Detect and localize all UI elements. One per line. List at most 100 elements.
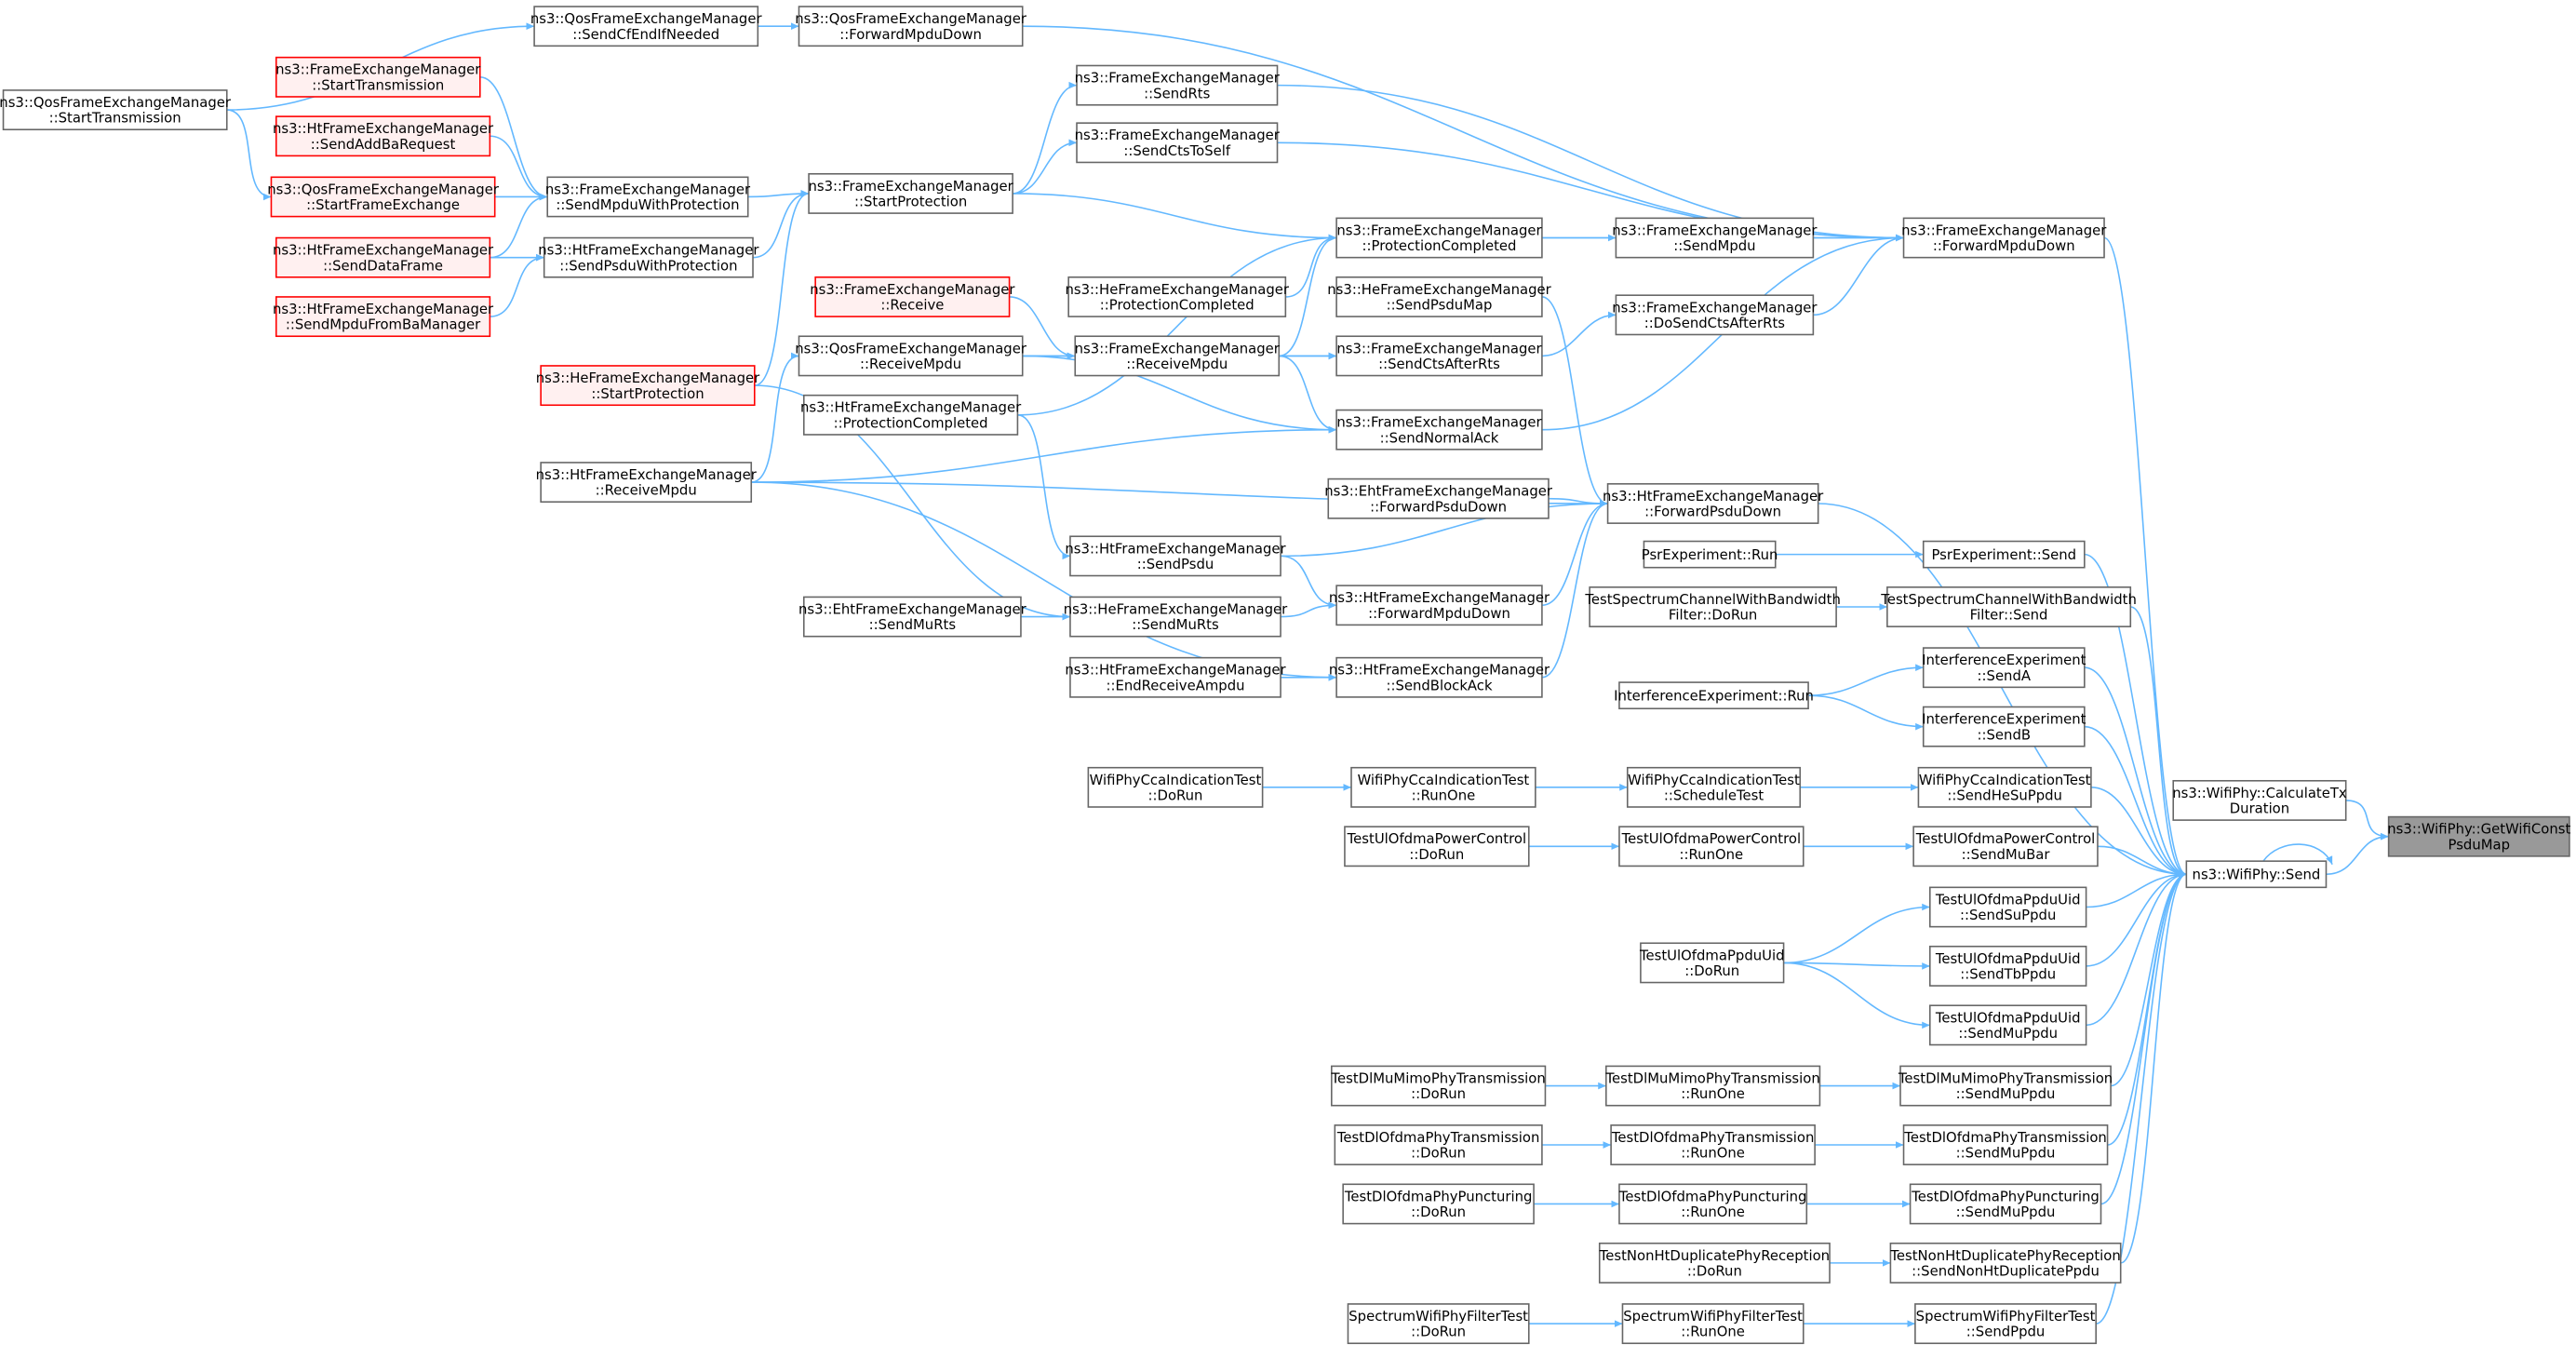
graph-node[interactable]: ns3::HeFrameExchangeManager::SendMuRts [1064, 596, 1288, 638]
graph-node[interactable]: TestNonHtDuplicatePhyReception::SendNonH… [1889, 1242, 2122, 1284]
graph-node[interactable]: ns3::HtFrameExchangeManager::SendPsdu [1065, 535, 1287, 577]
graph-node[interactable]: TestNonHtDuplicatePhyReception::DoRun [1599, 1242, 1831, 1284]
node-box [814, 276, 1011, 317]
graph-node[interactable]: TestUlOfdmaPowerControl::RunOne [1618, 826, 1805, 868]
node-label: ::StartProtection [591, 386, 704, 402]
graph-node[interactable]: ns3::FrameExchangeManager::Receive [810, 276, 1015, 317]
graph-node[interactable]: TestDlOfdmaPhyTransmission::RunOne [1610, 1124, 1816, 1165]
graph-node[interactable]: TestDlOfdmaPhyTransmission::SendMuPpdu [1902, 1124, 2109, 1165]
graph-node[interactable]: ns3::HtFrameExchangeManager::EndReceiveA… [1065, 656, 1287, 698]
graph-node[interactable]: ns3::FrameExchangeManager::SendCtsAfterR… [1335, 335, 1543, 377]
graph-node[interactable]: TestSpectrumChannelWithBandwidthFilter::… [1880, 586, 2137, 627]
graph-node[interactable]: TestUlOfdmaPowerControl::DoRun [1344, 826, 1530, 868]
graph-node[interactable]: ns3::WifiPhy::Send [2185, 860, 2328, 889]
node-label: ::SendRts [1144, 86, 1210, 101]
graph-node[interactable]: WifiPhyCcaIndicationTest::DoRun [1087, 766, 1264, 808]
node-label: Duration [2230, 801, 2289, 817]
graph-node[interactable]: ns3::FrameExchangeManager::StartTransmis… [275, 56, 481, 98]
graph-node[interactable]: WifiPhyCcaIndicationTest::ScheduleTest [1626, 766, 1802, 808]
graph-node[interactable]: InterferenceExperiment::SendA [1922, 647, 2086, 689]
graph-node[interactable]: TestDlOfdmaPhyPuncturing::SendMuPpdu [1909, 1183, 2102, 1225]
graph-node[interactable]: InterferenceExperiment::SendB [1922, 706, 2086, 747]
graph-node[interactable]: ns3::HtFrameExchangeManager::ProtectionC… [800, 394, 1022, 436]
graph-node[interactable]: ns3::FrameExchangeManager::DoSendCtsAfte… [1612, 294, 1818, 336]
graph-node[interactable]: TestDlOfdmaPhyPuncturing::RunOne [1618, 1183, 1808, 1225]
graph-node[interactable]: ns3::FrameExchangeManager::SendCtsToSelf [1075, 122, 1281, 164]
graph-node[interactable]: TestDlMuMimoPhyTransmission::DoRun [1330, 1065, 1547, 1107]
edge [1541, 500, 1608, 679]
call-edge [751, 481, 1337, 681]
graph-node[interactable]: WifiPhyCcaIndicationTest::SendHeSuPpdu [1917, 766, 2092, 808]
graph-node[interactable]: WifiPhyCcaIndicationTest::RunOne [1350, 766, 1536, 808]
graph-node[interactable]: ns3::FrameExchangeManager::SendRts [1075, 64, 1281, 106]
graph-node[interactable]: InterferenceExperiment::Run [1614, 681, 1814, 710]
node-label: ::StartFrameExchange [306, 197, 460, 213]
call-edge [1541, 296, 1608, 507]
node-label: SpectrumWifiPhyFilterTest [1623, 1309, 1803, 1325]
node-label: ::ProtectionCompleted [1100, 298, 1254, 314]
call-edge [751, 425, 1337, 483]
node-box [808, 172, 1013, 214]
graph-node[interactable]: ns3::FrameExchangeManager::ProtectionCom… [1335, 217, 1543, 259]
graph-node[interactable]: SpectrumWifiPhyFilterTest::RunOne [1621, 1303, 1805, 1345]
node-label: ::ForwardMpduDown [839, 27, 982, 43]
graph-node[interactable]: ns3::HtFrameExchangeManager::ForwardPsdu… [1603, 483, 1824, 524]
graph-node[interactable]: TestDlMuMimoPhyTransmission::SendMuPpdu [1898, 1065, 2113, 1107]
node-label: ns3::FrameExchangeManager [275, 62, 481, 78]
node-box [1334, 1124, 1543, 1165]
call-edge [1013, 81, 1078, 195]
graph-node[interactable]: ns3::FrameExchangeManager::StartProtecti… [808, 172, 1014, 214]
graph-node[interactable]: ns3::FrameExchangeManager::SendNormalAck [1335, 409, 1543, 451]
graph-node[interactable]: ns3::QosFrameExchangeManager::ForwardMpd… [795, 6, 1027, 47]
graph-node[interactable]: TestUlOfdmaPpduUid::SendSuPpdu [1928, 886, 2087, 928]
graph-node[interactable]: ns3::HeFrameExchangeManager::StartProtec… [536, 365, 760, 407]
graph-node[interactable]: ns3::QosFrameExchangeManager::StartFrame… [267, 176, 500, 218]
graph-node[interactable]: PsrExperiment::Run [1642, 540, 1778, 569]
node-box [1618, 681, 1809, 710]
graph-node[interactable]: ns3::FrameExchangeManager::SendMpduWithP… [545, 176, 751, 218]
graph-node[interactable]: ns3::FrameExchangeManager::ForwardMpduDo… [1901, 217, 2107, 259]
graph-node[interactable]: SpectrumWifiPhyFilterTest::DoRun [1347, 1303, 1530, 1345]
node-label: ns3::FrameExchangeManager [1901, 222, 2107, 238]
edge [1281, 555, 1337, 610]
graph-node[interactable]: TestUlOfdmaPpduUid::DoRun [1639, 942, 1785, 984]
graph-node[interactable]: PsrExperiment::Send [1922, 540, 2086, 569]
node-box [1069, 656, 1281, 698]
node-label: TestUlOfdmaPpduUid [1935, 892, 2081, 908]
node-label: ns3::FrameExchangeManager [1612, 300, 1818, 316]
graph-node[interactable]: ns3::HtFrameExchangeManager::SendAddBaRe… [273, 115, 494, 157]
graph-node[interactable]: TestSpectrumChannelWithBandwidthFilter::… [1584, 586, 1841, 627]
graph-node[interactable]: TestUlOfdmaPpduUid::SendMuPpdu [1928, 1004, 2087, 1046]
edge [1285, 234, 1337, 298]
graph-node[interactable]: SpectrumWifiPhyFilterTest::SendPpdu [1914, 1303, 2097, 1345]
graph-node[interactable]: ns3::QosFrameExchangeManager::ReceiveMpd… [795, 335, 1027, 377]
graph-node[interactable]: ns3::EhtFrameExchangeManager::SendMuRts [798, 596, 1027, 638]
graph-node[interactable]: ns3::QosFrameExchangeManager::SendCfEndI… [530, 6, 763, 47]
graph-node[interactable]: ns3::HeFrameExchangeManager::SendPsduMap [1327, 276, 1552, 317]
graph-node[interactable]: ns3::FrameExchangeManager::SendMpdu [1612, 217, 1818, 259]
graph-node[interactable]: TestDlOfdmaPhyPuncturing::DoRun [1342, 1183, 1535, 1225]
graph-node[interactable]: TestDlMuMimoPhyTransmission::RunOne [1604, 1065, 1821, 1107]
graph-node[interactable]: ns3::HtFrameExchangeManager::SendPsduWit… [538, 236, 759, 278]
node-box [1912, 826, 2099, 868]
node-label: ::ForwardPsduDown [1370, 499, 1507, 515]
graph-node[interactable]: ns3::FrameExchangeManager::ReceiveMpdu [1074, 335, 1281, 377]
graph-node[interactable]: ns3::HeFrameExchangeManager::ProtectionC… [1066, 276, 1290, 317]
graph-node[interactable]: TestUlOfdmaPpduUid::SendTbPpdu [1928, 945, 2087, 987]
node-box [1902, 217, 2105, 259]
graph-node[interactable]: ns3::HtFrameExchangeManager::ReceiveMpdu [536, 462, 758, 504]
graph-node[interactable]: ns3::HtFrameExchangeManager::SendBlockAc… [1329, 656, 1550, 698]
call-edge [490, 253, 544, 317]
graph-node[interactable]: ns3::HtFrameExchangeManager::SendMpduFro… [273, 296, 494, 338]
node-label: ::DoRun [1411, 1204, 1466, 1220]
graph-node[interactable]: TestDlOfdmaPhyTransmission::DoRun [1334, 1124, 1543, 1165]
node-label: ns3::FrameExchangeManager [1336, 415, 1542, 431]
node-label: TestDlOfdmaPhyTransmission [1903, 1130, 2107, 1146]
graph-node[interactable]: ns3::HtFrameExchangeManager::ForwardMpdu… [1329, 585, 1550, 626]
graph-node[interactable]: ns3::HtFrameExchangeManager::SendDataFra… [273, 236, 494, 278]
graph-node[interactable]: TestUlOfdmaPowerControl::SendMuBar [1912, 826, 2099, 868]
graph-node[interactable]: ns3::QosFrameExchangeManager::StartTrans… [0, 89, 232, 131]
graph-node[interactable]: ns3::EhtFrameExchangeManager::ForwardPsd… [1324, 477, 1553, 519]
